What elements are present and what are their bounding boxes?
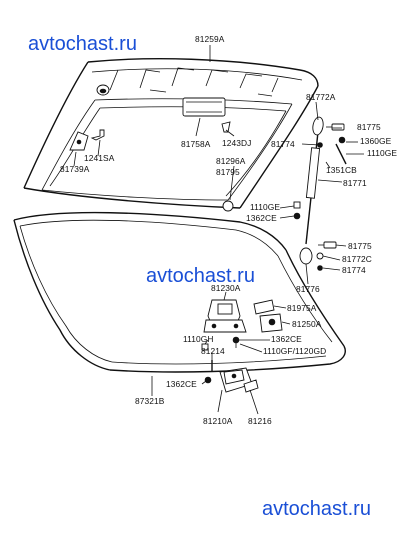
label-81296a: 81296A: [216, 156, 246, 166]
label-81772c: 81772C: [342, 254, 372, 264]
label-81774-top: 81774: [271, 139, 295, 149]
bolt-81775-lower: [318, 241, 337, 249]
grommet: [222, 200, 234, 212]
label-1241sa: 1241SA: [84, 153, 115, 163]
label-81216: 81216: [248, 416, 272, 426]
label-81259a: 81259A: [195, 34, 225, 44]
label-81975a: 81975A: [287, 303, 317, 313]
bolt-1362ce-bottom: [204, 376, 212, 384]
label-81210a: 81210A: [203, 416, 233, 426]
label-1110gh: 1110GH: [183, 334, 214, 344]
label-81230a: 81230A: [211, 283, 241, 293]
label-81771: 81771: [343, 178, 367, 188]
label-1362ce-upper: 1362CE: [246, 213, 277, 223]
label-87321b: 87321B: [135, 396, 165, 406]
leader-lines: [73, 45, 364, 415]
latch-rod-81975a: [253, 299, 275, 315]
label-81775-top: 81775: [357, 122, 381, 132]
label-1110gf-1120gd: 1110GF/1120GD: [263, 346, 326, 356]
clip-81774-lower: [317, 265, 323, 271]
label-81758a: 81758A: [181, 139, 211, 149]
label-1360ge: 1360GE: [360, 136, 392, 146]
label-1243dj: 1243DJ: [222, 138, 251, 148]
label-1110ge-top: 1110GE: [367, 148, 397, 158]
bolt-1362ce-latch: [232, 336, 240, 348]
bolt-1110ge-lower: [293, 201, 301, 220]
bumper-stop: [96, 84, 110, 96]
label-81214: 81214: [201, 346, 225, 356]
nut-1360ge: [335, 136, 347, 165]
label-1362ce-latch: 1362CE: [271, 334, 302, 344]
label-1351cb: 1351CB: [326, 165, 357, 175]
label-81739a: 81739A: [60, 164, 90, 174]
striker-assembly: [219, 367, 259, 393]
actuator-81250a: [259, 313, 283, 333]
bolt-81775-top: [326, 123, 345, 131]
tailgate-panel: [23, 58, 319, 209]
label-81795: 81795: [216, 167, 240, 177]
watermark-middle: avtochast.ru: [146, 265, 255, 287]
hinge-bracket: [69, 129, 105, 151]
gas-strut: [299, 116, 324, 265]
label-81772a: 81772A: [306, 92, 336, 102]
watermark-top: avtochast.ru: [28, 33, 137, 55]
latch-assembly: [203, 299, 247, 333]
label-81250a: 81250A: [292, 319, 322, 329]
watermark-bottom: avtochast.ru: [262, 498, 371, 520]
label-81775-lower: 81775: [348, 241, 372, 251]
label-1110ge-lower: 1110GE: [250, 202, 280, 212]
label-81774-lower: 81774: [342, 265, 366, 275]
label-1362ce-bottom: 1362CE: [166, 379, 197, 389]
label-81776: 81776: [296, 284, 320, 294]
high-mount-lamp: [182, 97, 226, 117]
washer-81772c: [316, 252, 324, 260]
